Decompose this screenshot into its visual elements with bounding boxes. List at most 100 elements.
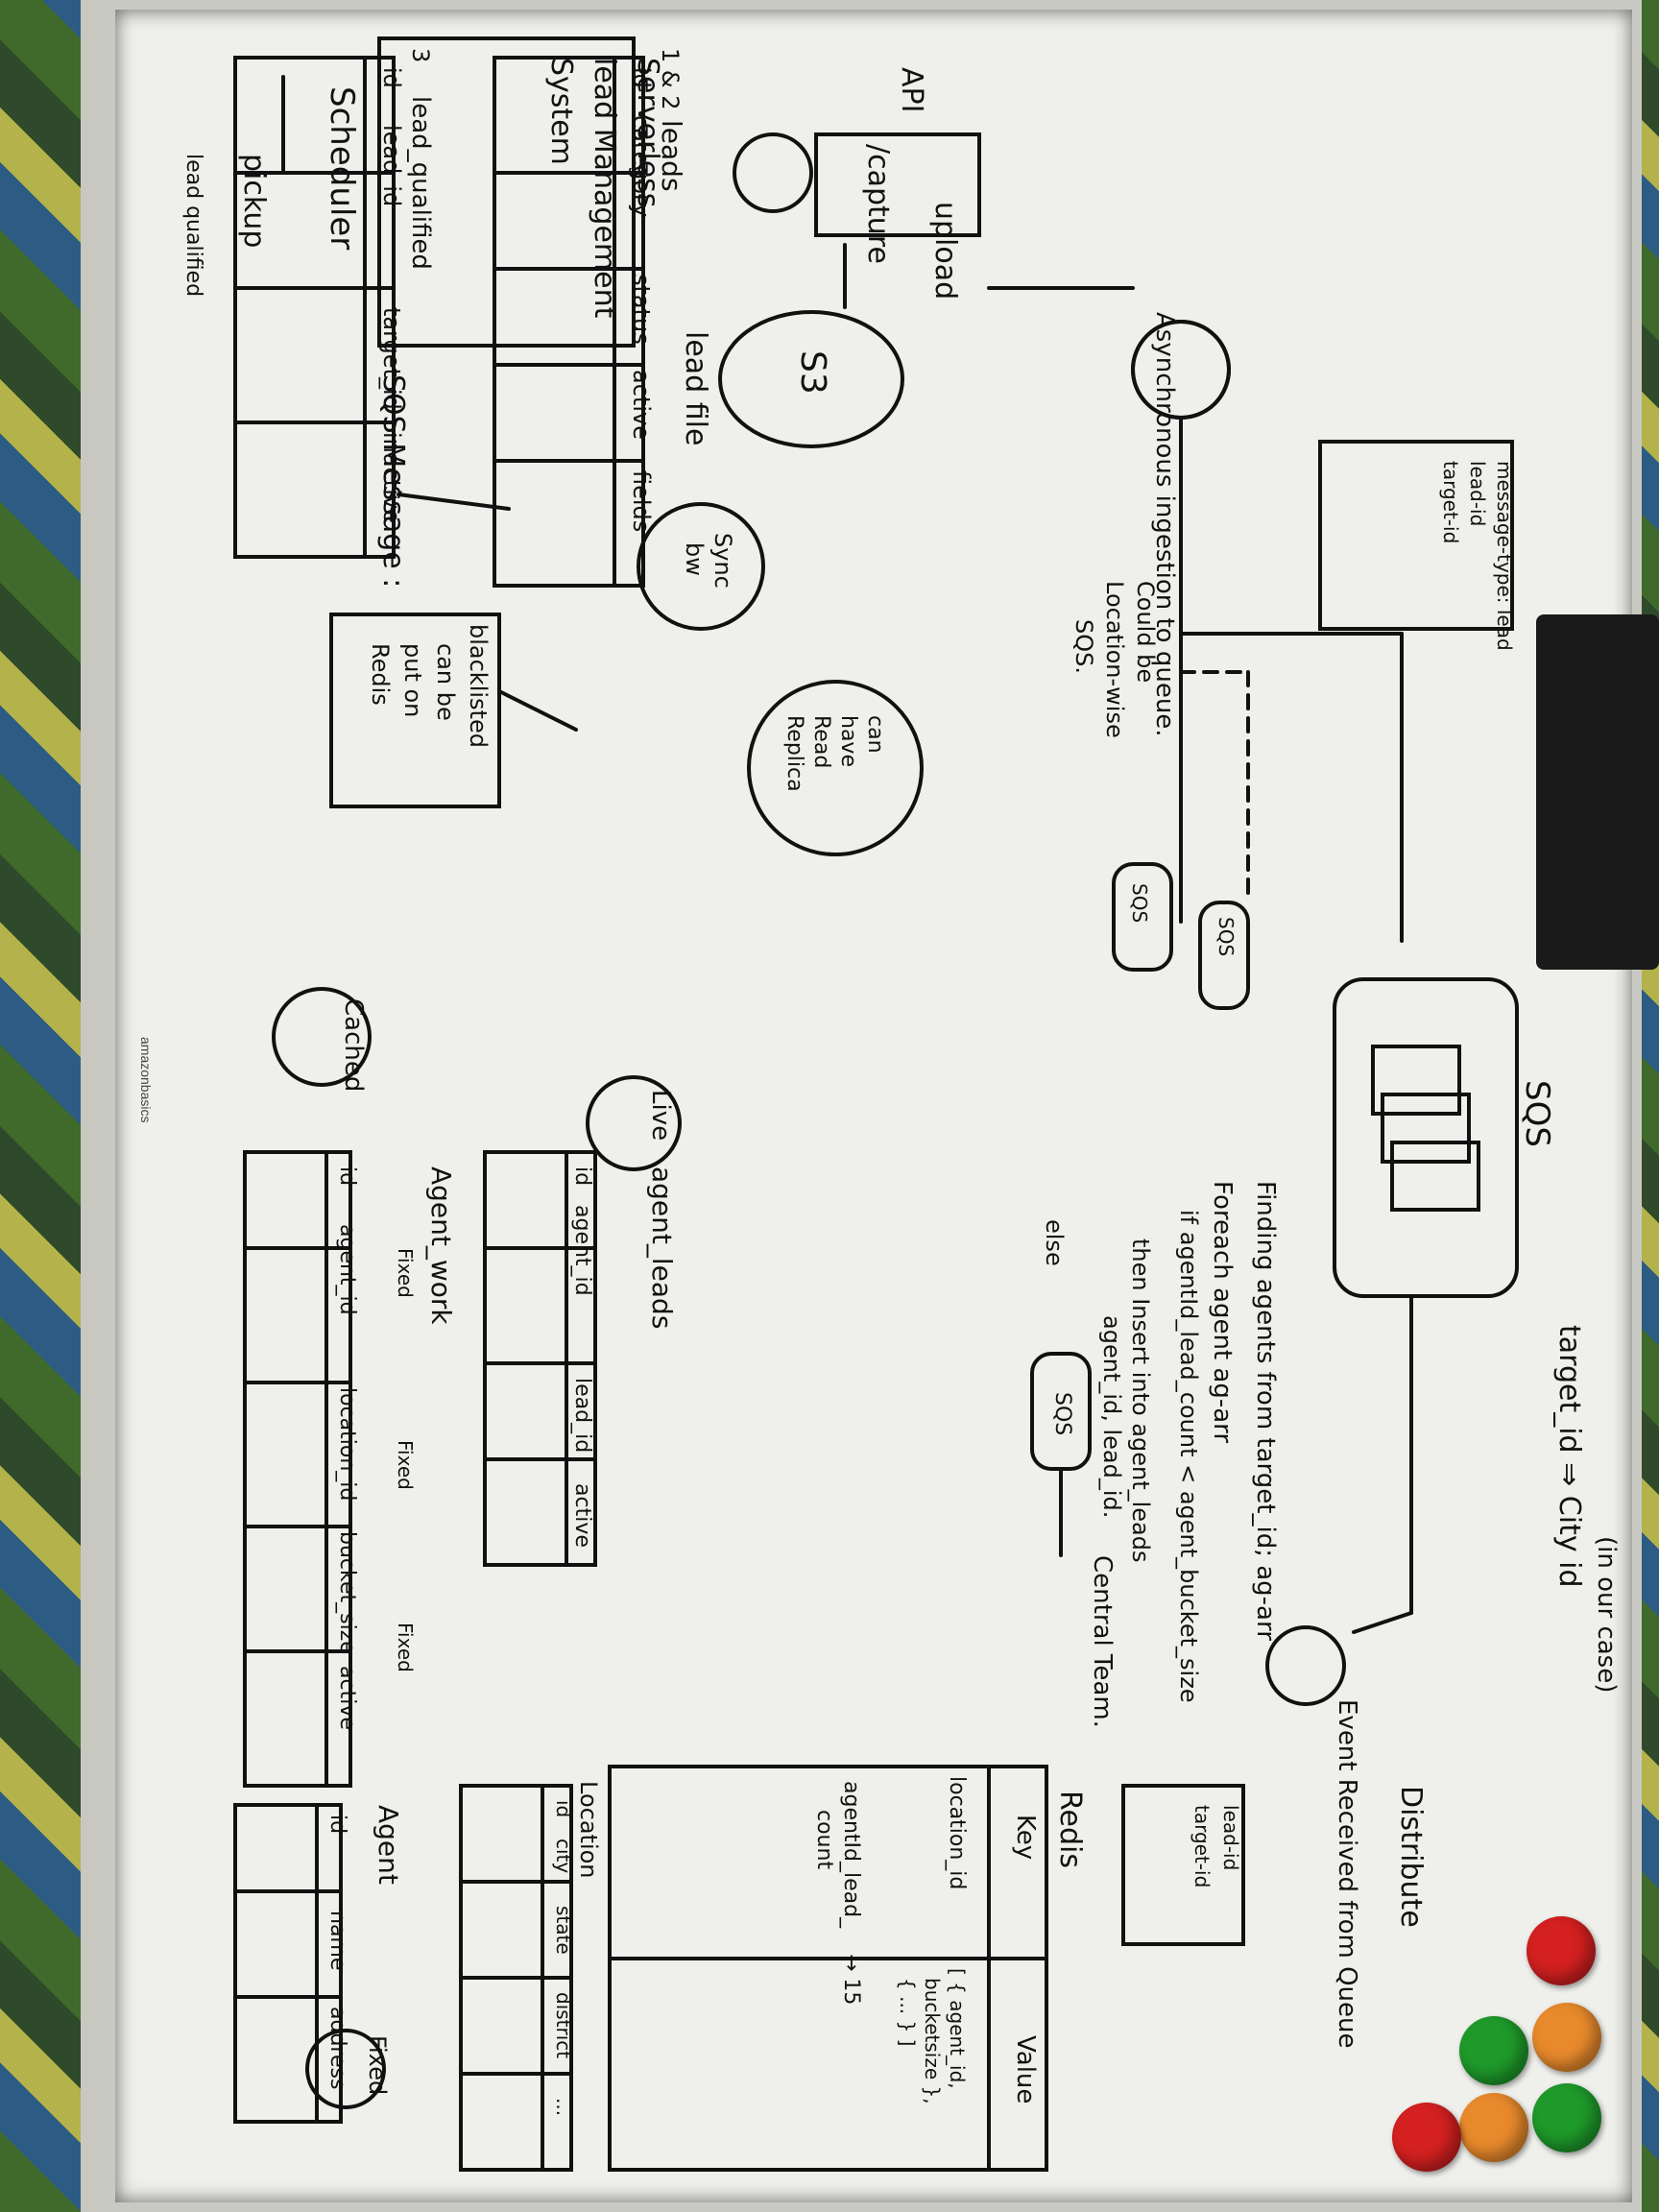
leads-col-status: status (628, 274, 655, 345)
step-2a: Foreach agent ag-arr (1208, 1181, 1237, 1443)
magnet-green-2 (1459, 2016, 1528, 2085)
title-box (377, 36, 636, 348)
work-col-bucket-size: bucket_size (335, 1531, 359, 1654)
live-col-lead-id: lead_id (570, 1378, 594, 1453)
sqs-small-2: SQS (1128, 883, 1151, 923)
location-note-2: Location-wise (1101, 581, 1128, 738)
lq-col-inactive: inactive (378, 432, 405, 523)
loc-col-id: id (552, 1800, 575, 1817)
redis-row1-v1: [ { agent_id, (946, 1968, 969, 2089)
sync-line-1: Sync (709, 533, 736, 589)
work-col-location-id: location_id (335, 1387, 359, 1501)
lead-qualified-title: lead_qualified (406, 96, 435, 270)
replica-line-4: Replica (782, 715, 806, 792)
distribute-title: Distribute (1394, 1786, 1428, 1928)
work-fixed-1: Fixed (394, 1248, 417, 1298)
lead-file-label: lead file (679, 331, 712, 445)
blacklist-line-1: blacklisted (465, 624, 492, 748)
s3-label: S3 (793, 350, 832, 395)
leads-col-active: active (628, 370, 655, 440)
step-2d: agent_id, lead_id. (1098, 1315, 1125, 1518)
magnet-orange-2 (1459, 2093, 1528, 2162)
sqs-big-label: SQS (1518, 1080, 1556, 1147)
leads-markers: 1 & 2 (657, 48, 684, 110)
upload-label: upload (928, 202, 962, 300)
step-1: Finding agents from target_id; ag-arr (1251, 1181, 1280, 1641)
blacklist-line-3: put on (399, 643, 426, 717)
scheduler-title: Scheduler (323, 86, 361, 250)
title-line-3: System (544, 58, 578, 165)
step-2c: then Insert into agent_leads (1127, 1238, 1154, 1563)
replica-line-3: Read (809, 715, 833, 768)
redis-key-header: Key (1011, 1815, 1040, 1860)
redis-title: Redis (1053, 1791, 1087, 1868)
redis-row1-v3: { ... } ] (896, 1978, 919, 2046)
distribute-event: Event Received from Queue (1333, 1699, 1361, 2049)
title-line-2: lead Management (588, 58, 621, 319)
magnet-red (1527, 1916, 1596, 1985)
loc-col-state: state (552, 1906, 575, 1955)
leads-col-fields: fields (628, 470, 655, 532)
live-col-id: id (570, 1166, 594, 1186)
leads-col-id: id (628, 67, 655, 88)
async-note: Asynchronous ingestion to queue. (1150, 312, 1179, 737)
sqs-msg-line-3: target-id (1439, 461, 1462, 543)
magnet-red-2 (1392, 2103, 1461, 2172)
replica-line-1: can (863, 715, 887, 754)
redis-row2-val: → 15 (839, 1954, 863, 2005)
sqs-msg-line-1: message-type: lead (1493, 461, 1516, 651)
lead-qualified-label: lead qualified (181, 154, 205, 297)
redis-row2-key: agentId_lead_ (839, 1781, 863, 1929)
redis-row1-key: location_id (945, 1776, 969, 1889)
loc-col-city: city (552, 1839, 575, 1873)
redis-value-header: Value (1011, 2035, 1040, 2104)
agent-work-title: Agent_work (425, 1166, 457, 1325)
pickup-label: pickup (237, 154, 271, 248)
sqs-msg-line-2: lead-id (1466, 461, 1489, 526)
step-else: else (1041, 1219, 1068, 1266)
location-note-3: SQS. (1070, 619, 1097, 674)
agent-fixed-tag: Fixed (364, 2035, 391, 2095)
redis-row2-key2: count (812, 1810, 836, 1869)
target-note-1: target_id ⇒ City id (1552, 1325, 1586, 1588)
api-label: API (895, 67, 928, 112)
loc-col-district: district (552, 1992, 575, 2058)
leads-col-category: category (628, 115, 655, 217)
work-col-active: active (335, 1666, 359, 1730)
agent-title: Agent (373, 1805, 404, 1885)
redis-row1-v2: bucketsize }, (921, 1978, 944, 2104)
live-col-agent-id: agent_id (570, 1205, 594, 1296)
agent-col-name: name (325, 1911, 349, 1970)
magnet-orange (1532, 2003, 1601, 2072)
work-fixed-3: Fixed (394, 1623, 417, 1672)
leads-title: leads (656, 120, 687, 192)
api-sub: /capture (861, 144, 895, 264)
agent-col-id: id (325, 1815, 349, 1834)
title-line-1: Serverless (631, 58, 664, 207)
sqs-message-label: SQS Message : (376, 374, 410, 588)
live-tag: Live (646, 1090, 675, 1141)
work-col-id: id (335, 1166, 359, 1186)
live-col-active: active (570, 1483, 594, 1548)
sqs-queue-cylinder (1333, 977, 1519, 1298)
live-title: agent_leads (646, 1166, 678, 1329)
replica-line-2: have (836, 715, 860, 767)
sqs-small-1: SQS (1214, 917, 1238, 956)
blacklist-line-2: can be (432, 643, 459, 721)
lq-col-lead-id: lead_id (378, 125, 405, 206)
work-col-agent-id: agent_id (335, 1224, 359, 1315)
lead-qualified-marker: 3 (407, 48, 434, 62)
central-team: Central Team. (1088, 1555, 1117, 1728)
cached-tag: Cached (339, 998, 368, 1092)
location-title: Location (575, 1781, 602, 1879)
else-sqs: SQS (1050, 1392, 1074, 1435)
lq-col-id: id (378, 67, 405, 88)
magnet-green (1532, 2083, 1601, 2152)
sync-line-2: bw (681, 542, 708, 576)
lq-col-target-id: target_id (378, 307, 405, 410)
target-note-2: (in our case) (1592, 1536, 1621, 1693)
agent-col-address: address (325, 2007, 349, 2089)
whiteboard (106, 0, 1642, 2212)
board-clip (1536, 614, 1659, 970)
